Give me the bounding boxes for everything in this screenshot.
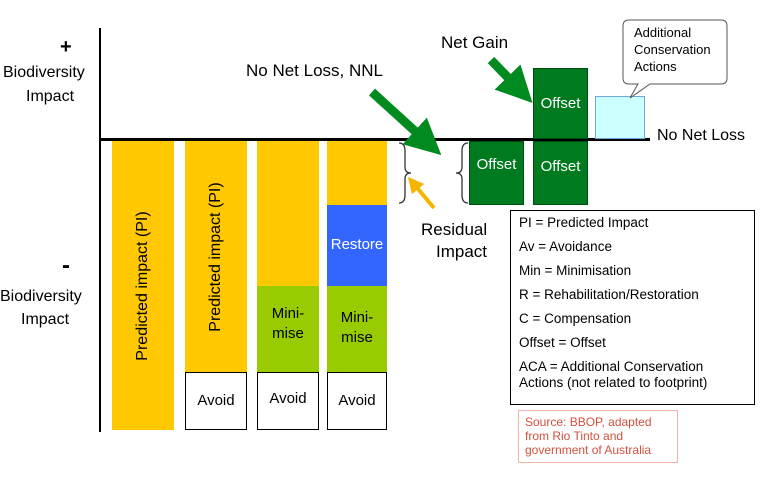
column-2-predicted-impact: Predicted impact (PI)	[185, 141, 247, 372]
aca-line1: Additional	[634, 25, 692, 40]
offset-left-label: Offset	[476, 156, 517, 173]
column-4-avoid: Avoid	[327, 372, 387, 430]
plus-label-line1: Biodiversity	[3, 64, 85, 81]
column-2-avoid: Avoid	[185, 372, 247, 430]
offset-right-above-label: Offset	[540, 95, 581, 112]
baseline	[99, 138, 650, 141]
aca-line2: Conservation	[634, 42, 711, 57]
column-3-avoid-label: Avoid	[269, 390, 307, 407]
y-axis	[99, 28, 101, 432]
nnl-arrow	[368, 88, 442, 156]
minus-label-line1: Biodiversity	[0, 288, 82, 305]
baseline-label: No Net Loss	[657, 127, 746, 144]
column-3-minimise-label: Mini- mise	[271, 305, 305, 342]
aca-line3: Actions	[634, 59, 677, 74]
residual-label-line1: Residual	[421, 220, 488, 239]
offset-right-below-label: Offset	[540, 158, 581, 175]
column-1-predicted-impact: Predicted impact (PI)	[112, 141, 174, 430]
column-4-minimise-label: Mini- mise	[340, 309, 374, 346]
legend-box: PI = Predicted Impact Av = Avoidance Min…	[510, 210, 755, 405]
column-4-restore: Restore	[327, 205, 387, 286]
net-gain-label: Net Gain	[441, 33, 509, 52]
aca-callout-bubble	[622, 19, 728, 99]
minus-sign: -	[62, 252, 70, 279]
column-4-avoid-label: Avoid	[338, 392, 376, 409]
offset-right-below: Offset	[533, 141, 588, 205]
legend-item-pi: PI = Predicted Impact	[519, 215, 649, 230]
net-gain-arrow	[487, 56, 533, 103]
legend-item-c: C = Compensation	[519, 311, 632, 326]
legend-item-aca: ACA = Additional Conservation Actions (n…	[519, 359, 708, 390]
residual-label-line2: Impact	[436, 242, 488, 261]
offset-right-above: Offset	[533, 68, 588, 139]
additional-conservation-actions-box	[595, 96, 645, 139]
column-4-minimise: Mini- mise	[327, 286, 387, 372]
minus-label-line2: Impact	[21, 311, 70, 328]
plus-label-line2: Impact	[26, 88, 75, 105]
offset-left: Offset	[469, 141, 524, 205]
column-3-avoid: Avoid	[257, 372, 319, 430]
plus-sign: +	[60, 36, 72, 58]
nnl-label: No Net Loss, NNL	[246, 61, 383, 80]
column-2-avoid-label: Avoid	[197, 392, 235, 409]
legend-item-offset: Offset = Offset	[519, 335, 606, 350]
column-4-restore-label: Restore	[330, 236, 384, 253]
column-4-predicted-impact	[327, 141, 387, 205]
legend-item-r: R = Rehabilitation/Restoration	[519, 287, 699, 302]
residual-impact-arrow	[407, 176, 436, 210]
legend-item-min: Min = Minimisation	[519, 263, 632, 278]
column-3-predicted-impact	[257, 141, 319, 286]
column-3-minimise: Mini- mise	[257, 286, 319, 372]
legend-item-av: Av = Avoidance	[519, 239, 612, 254]
source-note: Source: BBOP, adapted from Rio Tinto and…	[518, 410, 678, 463]
residual-brace-right	[455, 142, 469, 204]
